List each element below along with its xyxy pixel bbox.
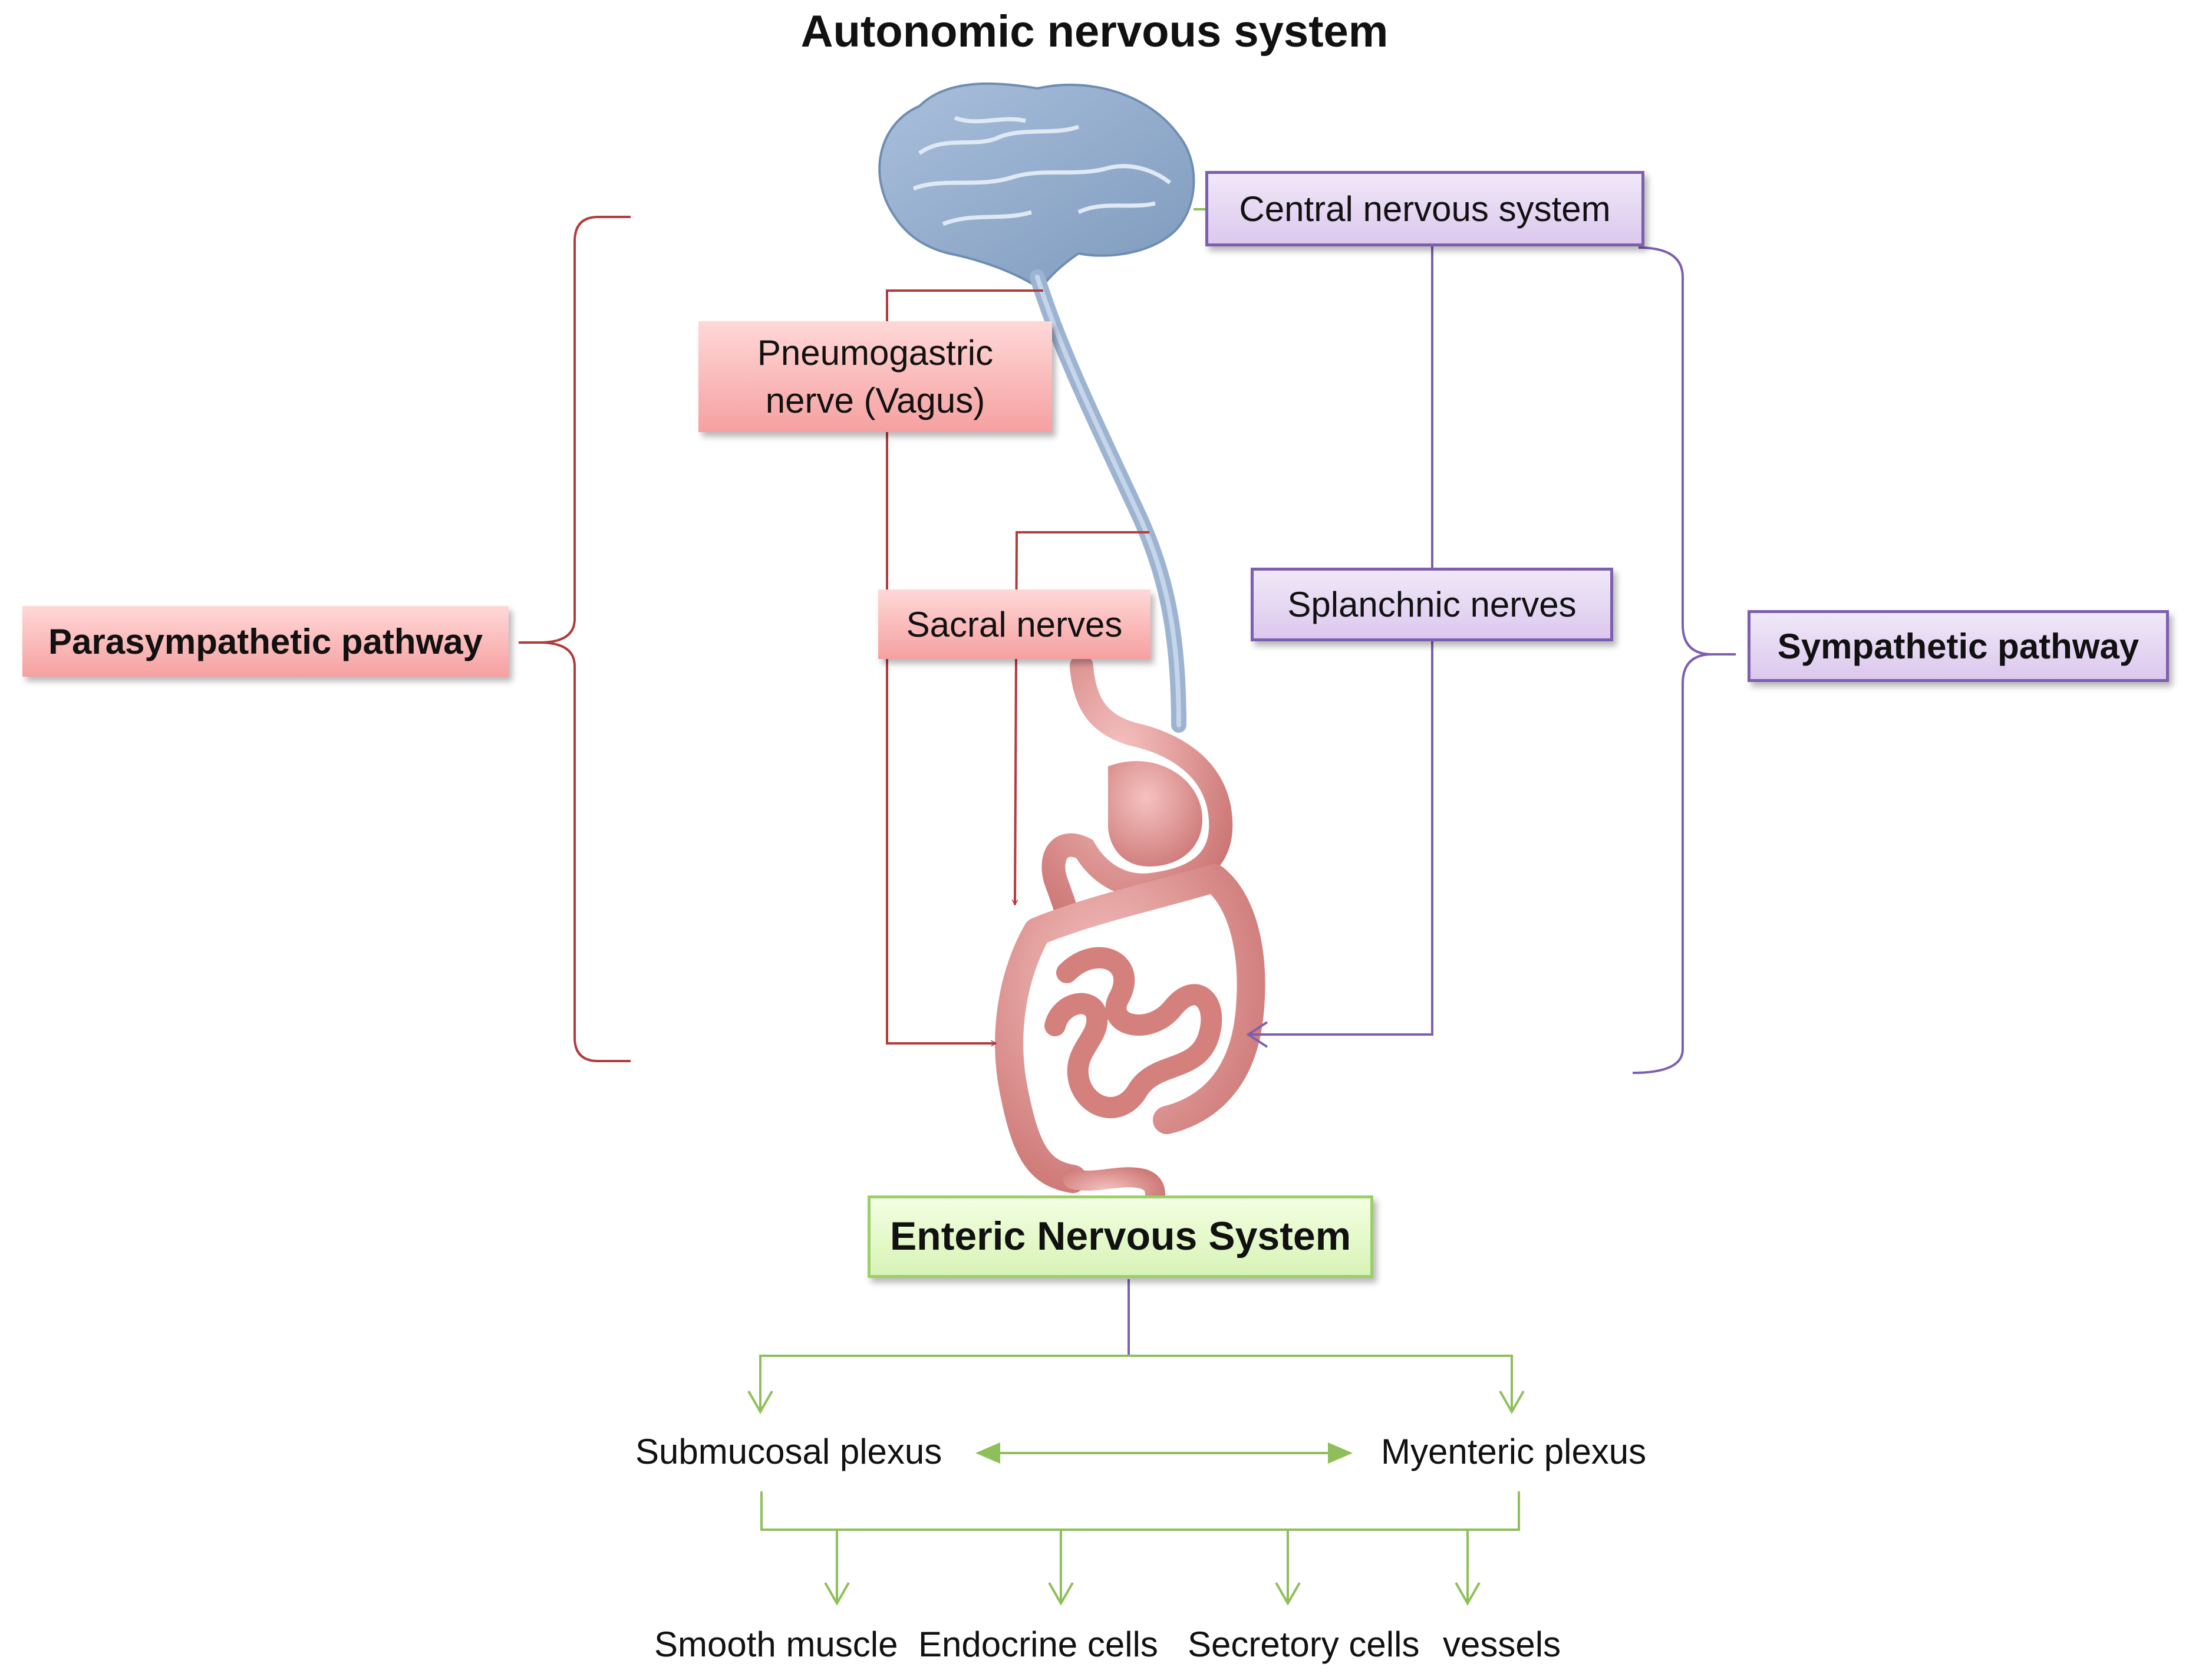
cns-label: Central nervous system [1239, 189, 1611, 229]
enteric-nervous-system-box: Enteric Nervous System [868, 1195, 1373, 1278]
sympathetic-connectors [1128, 245, 1736, 1356]
parasympathetic-pathway-box: Parasympathetic pathway [22, 606, 509, 677]
splanchnic-nerve-line [1248, 245, 1433, 1036]
splanchnic-box: Splanchnic nerves [1251, 568, 1613, 641]
myenteric-plexus-label: Myenteric plexus [1381, 1432, 1647, 1471]
sympathetic-brace [1632, 246, 1713, 1074]
submucosal-arrowhead [747, 1391, 773, 1415]
splanchnic-arrowhead [1246, 1021, 1268, 1048]
target-vessels: vessels [1443, 1625, 1561, 1664]
sacral-nerve-line [1015, 531, 1149, 905]
submucosal-plexus-label: Submucosal plexus [635, 1432, 942, 1471]
vagus-nerve-line [886, 289, 1043, 1043]
plexus-exchange-right-head [1328, 1442, 1353, 1464]
parasympathetic-brace [539, 216, 631, 1062]
spinal-cord-icon [1030, 269, 1186, 733]
sympathetic-pathway-box: Sympathetic pathway [1748, 610, 2169, 682]
plexus-exchange-left-head [975, 1442, 1000, 1464]
cns-box: Central nervous system [1205, 171, 1644, 246]
parasympathetic-pathway-label: Parasympathetic pathway [48, 621, 483, 661]
digestive-tract-icon [995, 654, 1265, 1224]
target-smooth-muscle: Smooth muscle [654, 1625, 898, 1664]
enteric-connectors [747, 1355, 1525, 1606]
vagus-box: Pneumogastric nerve (Vagus) [698, 321, 1052, 432]
diagram-title: Autonomic nervous system [800, 6, 1389, 57]
splanchnic-label: Splanchnic nerves [1287, 585, 1577, 624]
enteric-nervous-system-label: Enteric Nervous System [889, 1214, 1351, 1259]
target-secretory-cells: Secretory cells [1188, 1625, 1420, 1664]
vagus-label-line1: Pneumogastric [757, 333, 994, 373]
vagus-label-line2: nerve (Vagus) [765, 381, 985, 420]
parasympathetic-connectors [519, 216, 1149, 1062]
target-endocrine-cells: Endocrine cells [918, 1625, 1158, 1664]
sacral-label: Sacral nerves [906, 604, 1123, 644]
myenteric-arrowhead [1499, 1391, 1525, 1415]
sympathetic-pathway-label: Sympathetic pathway [1777, 626, 2139, 666]
brain-icon [878, 82, 1195, 291]
sacral-box: Sacral nerves [878, 589, 1150, 659]
